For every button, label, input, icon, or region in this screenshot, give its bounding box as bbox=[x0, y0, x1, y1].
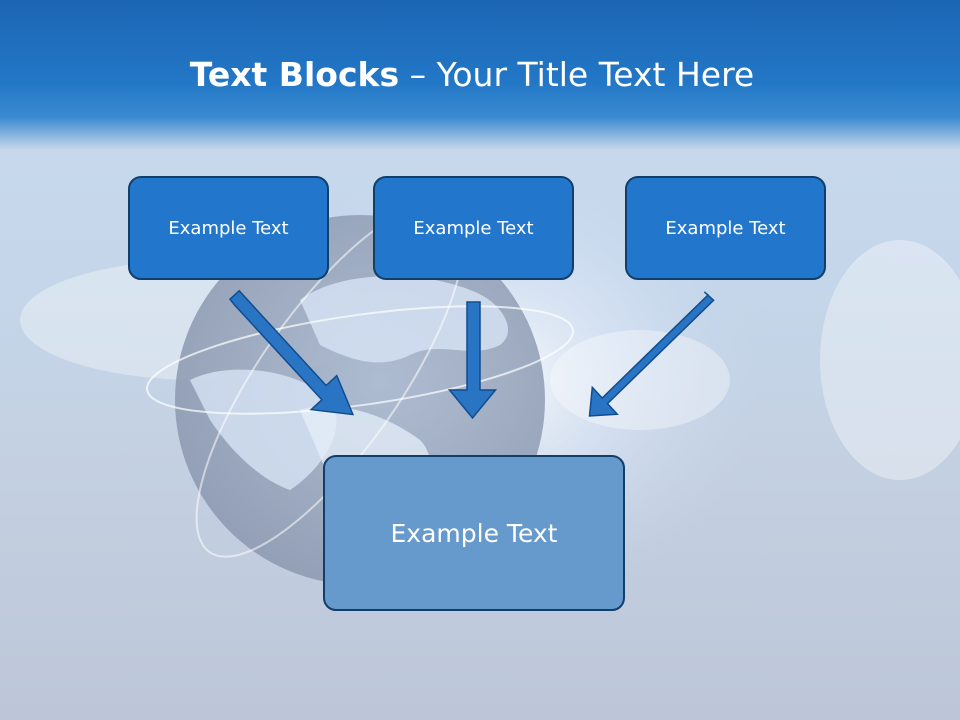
arrow-center bbox=[447, 301, 498, 420]
text-block-main[interactable]: Example Text bbox=[323, 455, 625, 611]
text-block-2-label: Example Text bbox=[413, 217, 534, 239]
title-rest: Your Title Text Here bbox=[436, 55, 755, 94]
arrow-right bbox=[588, 291, 715, 417]
arrow-left bbox=[228, 289, 355, 416]
title-bar bbox=[0, 0, 960, 150]
text-block-1-label: Example Text bbox=[168, 217, 289, 239]
text-block-main-label: Example Text bbox=[390, 518, 558, 548]
slide-title: Text Blocks – Your Title Text Here bbox=[0, 52, 944, 98]
text-block-3[interactable]: Example Text bbox=[625, 176, 826, 280]
title-bold: Text Blocks bbox=[189, 55, 400, 94]
text-block-1[interactable]: Example Text bbox=[128, 176, 329, 280]
title-separator: – bbox=[399, 55, 437, 94]
text-block-2[interactable]: Example Text bbox=[373, 176, 574, 280]
text-block-3-label: Example Text bbox=[665, 217, 786, 239]
